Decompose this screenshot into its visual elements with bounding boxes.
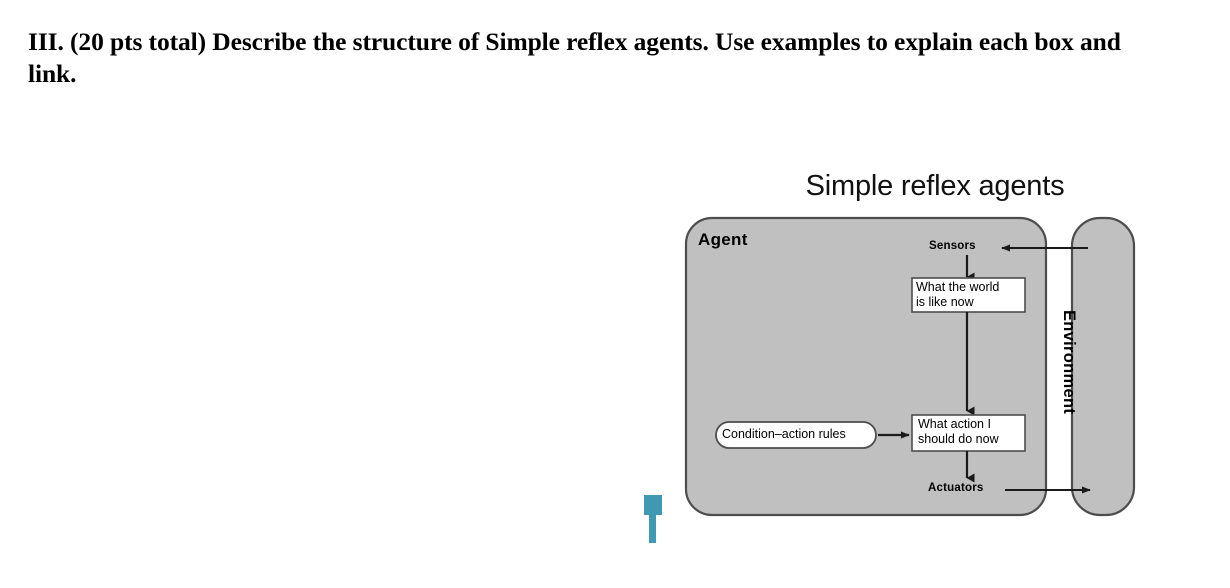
action-decision-box bbox=[911, 414, 1026, 452]
agent-label: Agent bbox=[698, 230, 748, 249]
question-heading: III. (20 pts total) Describe the structu… bbox=[28, 27, 1121, 88]
world-state-box-text: What the world is like now bbox=[916, 280, 1000, 309]
condition-action-rules-text: Condition–action rules bbox=[722, 427, 846, 441]
diagram-title: Simple reflex agents bbox=[805, 170, 1065, 202]
caret-head bbox=[644, 495, 662, 515]
agent-box bbox=[684, 216, 1048, 517]
sensors-label: Sensors bbox=[929, 240, 976, 252]
actuators-label: Actuators bbox=[928, 482, 984, 494]
world-state-box bbox=[911, 277, 1026, 313]
action-decision-box-text: What action I should do now bbox=[918, 417, 999, 446]
environment-box bbox=[1070, 216, 1136, 517]
condition-action-rules-node bbox=[715, 421, 877, 449]
simple-reflex-agent-diagram: Simple reflex agents bbox=[660, 160, 1150, 535]
environment-label: Environment bbox=[1060, 310, 1078, 415]
diagram-canvas bbox=[684, 216, 1136, 517]
text-caret-cursor[interactable] bbox=[644, 495, 662, 543]
caret-stem bbox=[649, 515, 656, 543]
